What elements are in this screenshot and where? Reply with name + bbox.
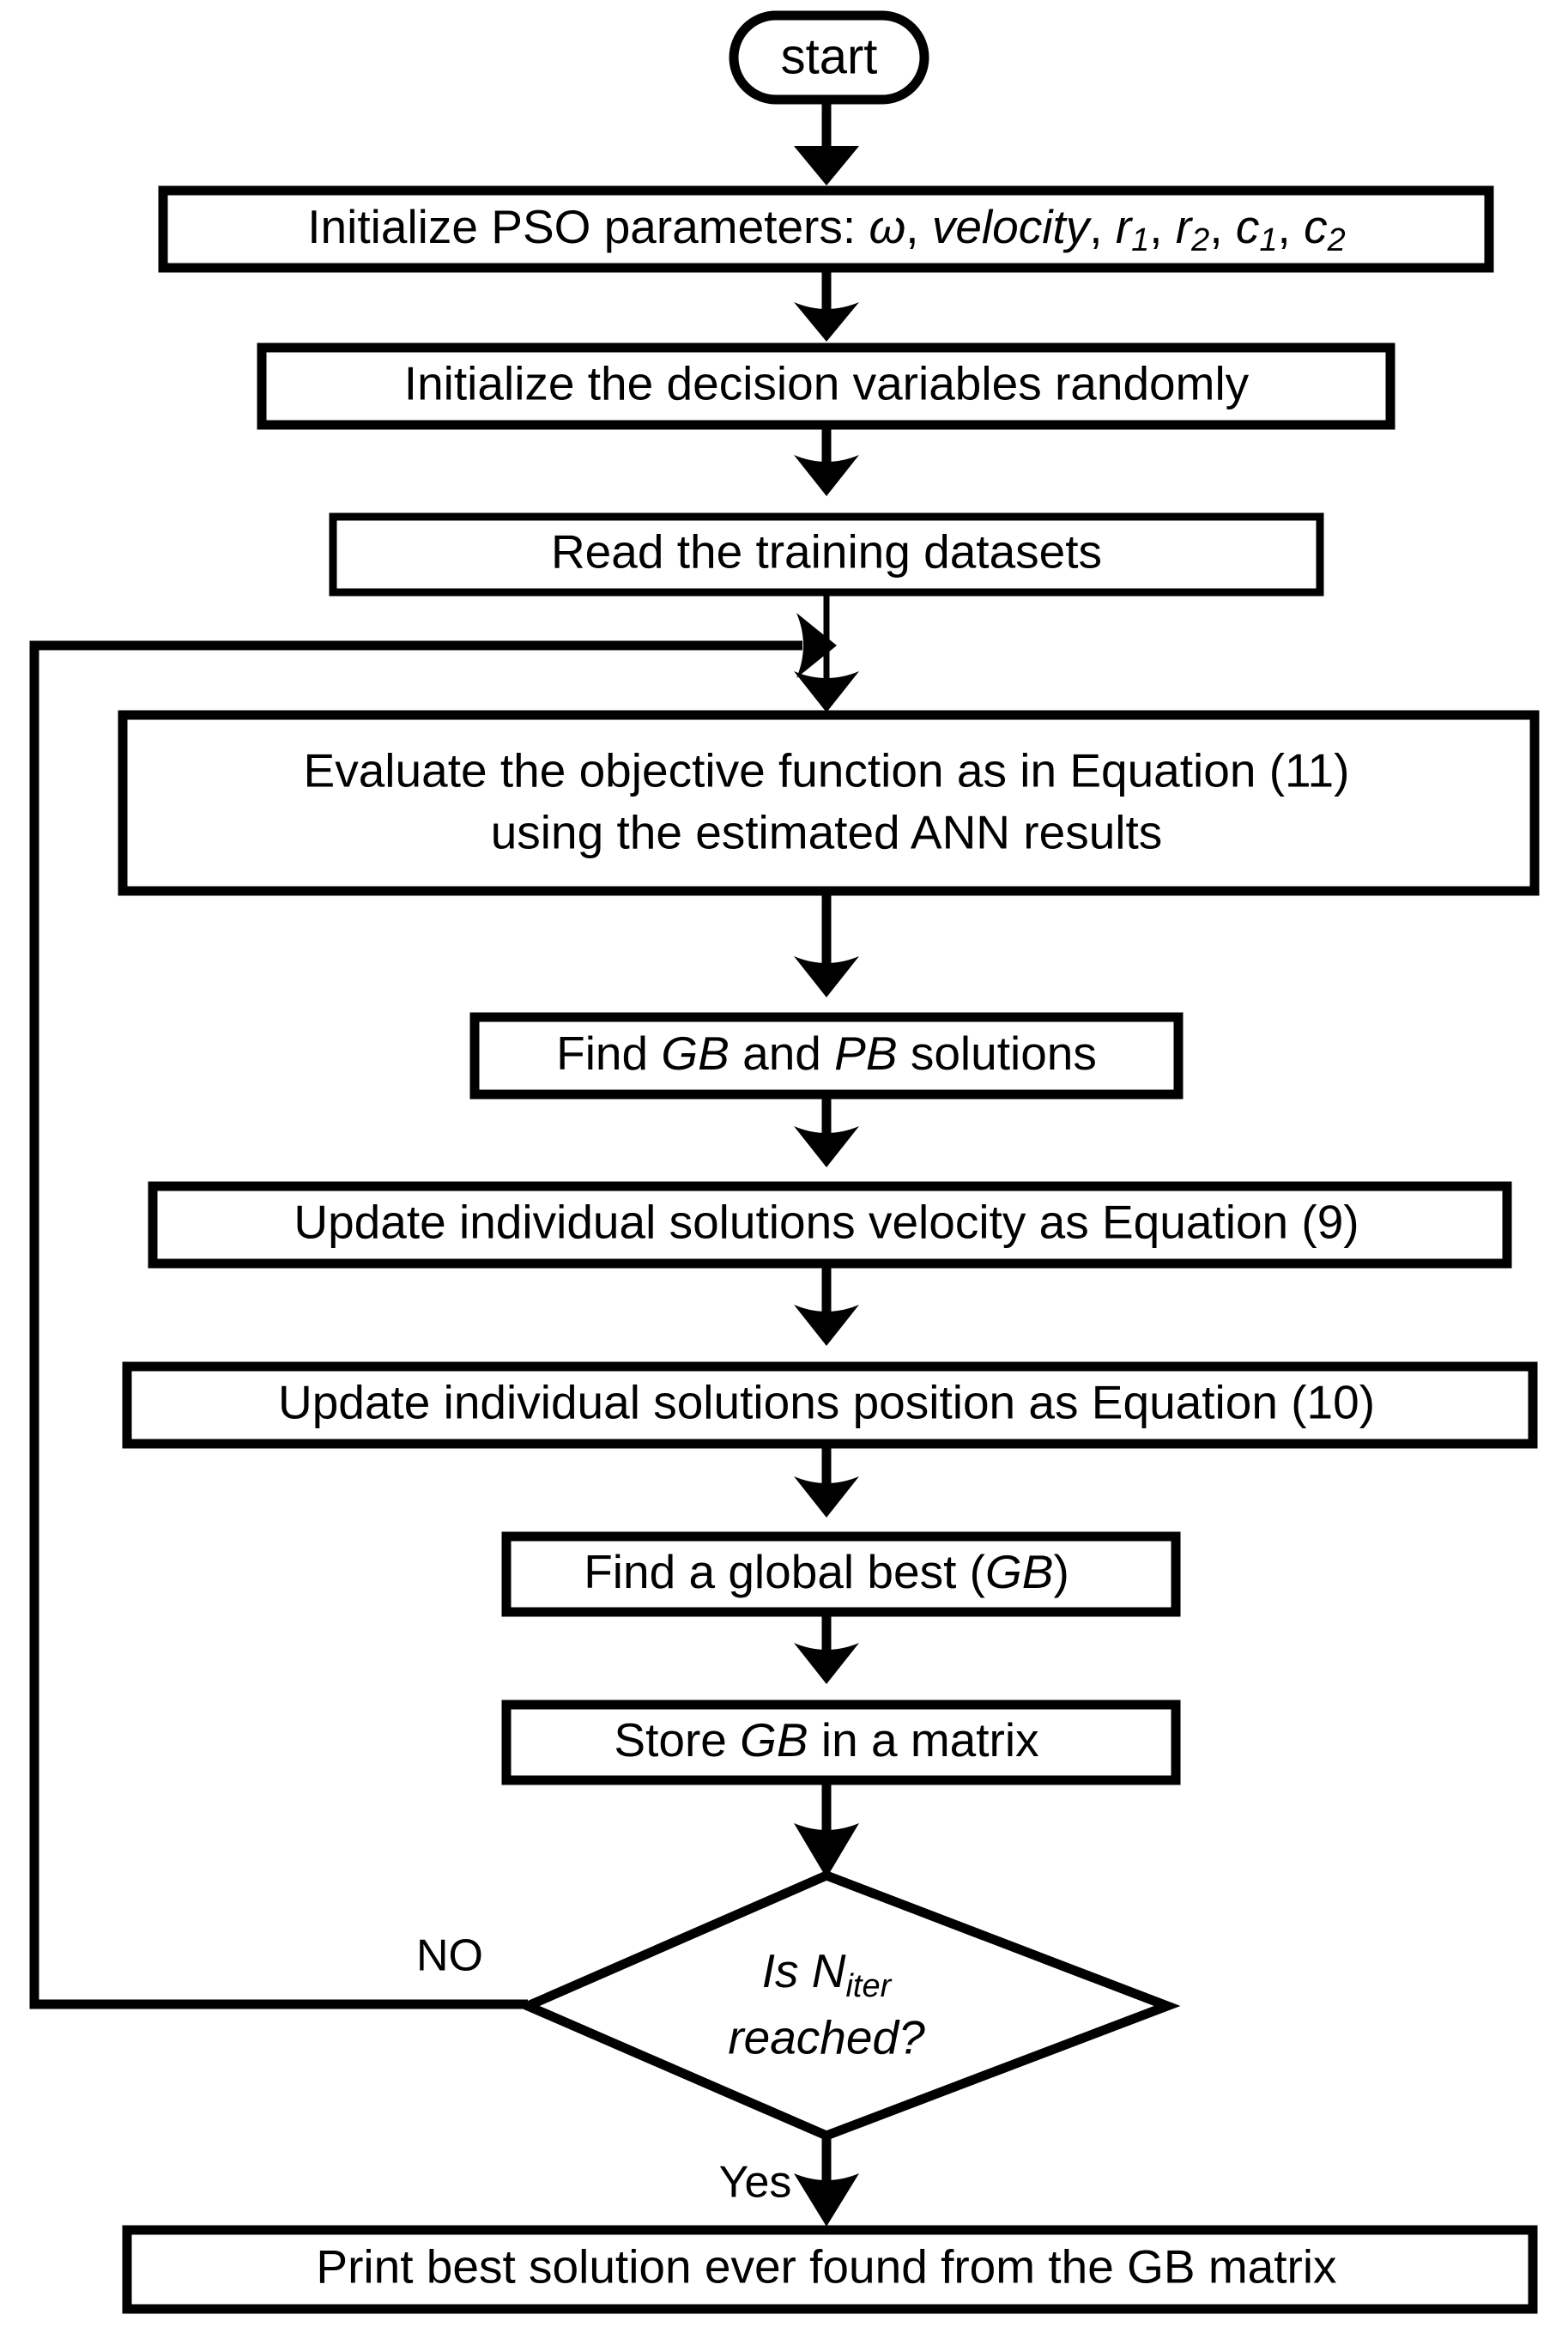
node-evaluate-objective-function-line2: using the estimated ANN results — [491, 806, 1163, 859]
connector-start-to-init-params — [794, 100, 859, 185]
node-find-gb-and-pb-solutions-label: Find GB and PB solutions — [556, 1027, 1097, 1080]
node-find-a-global-best-label: Find a global best (GB) — [584, 1545, 1069, 1598]
connector-update-velocity-to-update-position — [794, 1263, 859, 1346]
node-update-individual-solutions-position[interactable]: Update individual solutions position as … — [122, 1361, 1538, 1449]
node-evaluate-objective-function[interactable]: Evaluate the objective function as in Eq… — [118, 710, 1540, 896]
connector-decision-yes-to-print-best — [794, 2136, 859, 2227]
connector-store-gb-to-decision — [794, 1780, 859, 1878]
node-decision-line1: Is Niter — [762, 1944, 893, 2005]
node-start[interactable]: start — [729, 10, 929, 105]
connector-read-data-to-evaluate — [794, 592, 859, 712]
node-decision-is-niter-reached[interactable]: Is Niter reached? — [516, 1870, 1181, 2141]
node-store-gb-in-a-matrix-label: Store GB in a matrix — [614, 1713, 1038, 1766]
node-evaluate-objective-function-line1: Evaluate the objective function as in Eq… — [304, 744, 1350, 797]
node-decision-line2: reached? — [728, 2011, 925, 2064]
node-read-training-datasets[interactable]: Read the training datasets — [329, 512, 1324, 597]
node-initialize-pso-parameters[interactable]: Initialize PSO parameters: ω, velocity, … — [158, 185, 1494, 273]
edge-label-no: NO — [416, 1931, 483, 1981]
node-store-gb-in-a-matrix[interactable]: Store GB in a matrix — [501, 1700, 1181, 1785]
node-find-gb-and-pb-solutions[interactable]: Find GB and PB solutions — [469, 1012, 1184, 1100]
node-update-individual-solutions-velocity-label: Update individual solutions velocity as … — [294, 1196, 1359, 1249]
connector-update-position-to-find-global-best — [794, 1444, 859, 1518]
node-print-best-solution-label: Print best solution ever found from the … — [316, 2240, 1336, 2294]
node-print-best-solution[interactable]: Print best solution ever found from the … — [122, 2225, 1538, 2314]
node-start-label: start — [781, 28, 878, 84]
connector-init-vars-to-read-data — [794, 424, 859, 496]
connector-find-gb-pb-to-update-velocity — [794, 1094, 859, 1167]
connector-init-params-to-init-vars — [794, 268, 859, 342]
node-update-individual-solutions-position-label: Update individual solutions position as … — [278, 1376, 1375, 1429]
connector-find-global-best-to-store-gb — [794, 1612, 859, 1684]
node-initialize-pso-parameters-label: Initialize PSO parameters: ω, velocity, … — [307, 200, 1345, 259]
node-initialize-decision-variables[interactable]: Initialize the decision variables random… — [257, 342, 1395, 430]
node-find-a-global-best[interactable]: Find a global best (GB) — [501, 1531, 1181, 1617]
node-update-individual-solutions-velocity[interactable]: Update individual solutions velocity as … — [148, 1181, 1512, 1269]
connector-evaluate-to-find-gb-pb — [794, 891, 859, 997]
node-initialize-decision-variables-label: Initialize the decision variables random… — [404, 357, 1250, 410]
edge-label-yes: Yes — [719, 2158, 792, 2208]
connector-loop-back-no — [29, 613, 837, 2009]
node-read-training-datasets-label: Read the training datasets — [551, 525, 1102, 579]
